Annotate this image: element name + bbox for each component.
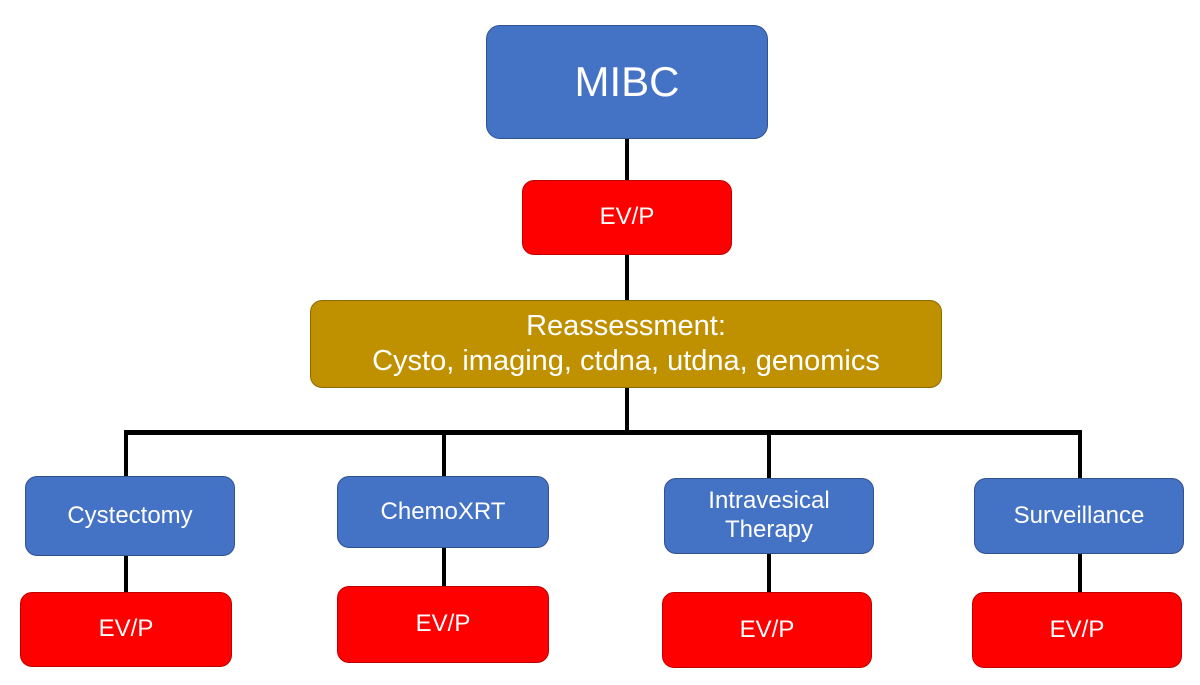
branch-treatment-cystectomy: EV/P bbox=[20, 592, 232, 667]
connector-root-to-evp bbox=[625, 138, 629, 182]
branch-node-chemoxrt: ChemoXRT bbox=[337, 476, 549, 548]
connector-cystectomy-to-evp bbox=[124, 554, 128, 594]
reassessment-node: Reassessment: Cysto, imaging, ctdna, utd… bbox=[310, 300, 942, 388]
connector-evp-to-reassessment bbox=[625, 254, 629, 302]
connector-intravesical-to-evp bbox=[767, 552, 771, 594]
root-treatment-label: EV/P bbox=[599, 203, 655, 231]
connector-to-cystectomy bbox=[124, 430, 128, 478]
branch-label-line2: Therapy bbox=[724, 516, 814, 543]
branch-label-line1: Intravesical bbox=[708, 487, 830, 515]
branch-treatment-label: EV/P bbox=[739, 615, 795, 643]
branch-treatment-surveillance: EV/P bbox=[972, 592, 1182, 668]
branch-label: Cystectomy bbox=[67, 501, 193, 529]
branch-treatment-chemoxrt: EV/P bbox=[337, 586, 549, 663]
branch-label: ChemoXRT bbox=[380, 497, 506, 525]
connector-to-intravesical bbox=[767, 430, 771, 480]
connector-surveillance-to-evp bbox=[1078, 552, 1082, 594]
branch-node-intravesical-therapy: Intravesical Therapy bbox=[664, 478, 874, 554]
connector-horizontal-bar bbox=[124, 430, 1082, 435]
connector-reassessment-down bbox=[625, 386, 629, 432]
root-node-label: MIBC bbox=[574, 57, 680, 105]
branch-node-surveillance: Surveillance bbox=[974, 478, 1184, 554]
branch-treatment-label: EV/P bbox=[415, 610, 471, 638]
branch-treatment-label: EV/P bbox=[98, 615, 154, 643]
root-node-mibc: MIBC bbox=[486, 25, 768, 139]
root-treatment-node: EV/P bbox=[522, 180, 732, 255]
branch-treatment-label: EV/P bbox=[1049, 615, 1105, 643]
branch-label: Surveillance bbox=[1013, 501, 1145, 529]
connector-to-chemoxrt bbox=[442, 430, 446, 478]
connector-to-surveillance bbox=[1078, 430, 1082, 480]
connector-chemoxrt-to-evp bbox=[442, 546, 446, 588]
branch-treatment-intravesical-therapy: EV/P bbox=[662, 592, 872, 668]
reassessment-detail: Cysto, imaging, ctdna, utdna, genomics bbox=[372, 345, 880, 377]
branch-node-cystectomy: Cystectomy bbox=[25, 476, 235, 556]
reassessment-title: Reassessment: bbox=[526, 310, 726, 343]
